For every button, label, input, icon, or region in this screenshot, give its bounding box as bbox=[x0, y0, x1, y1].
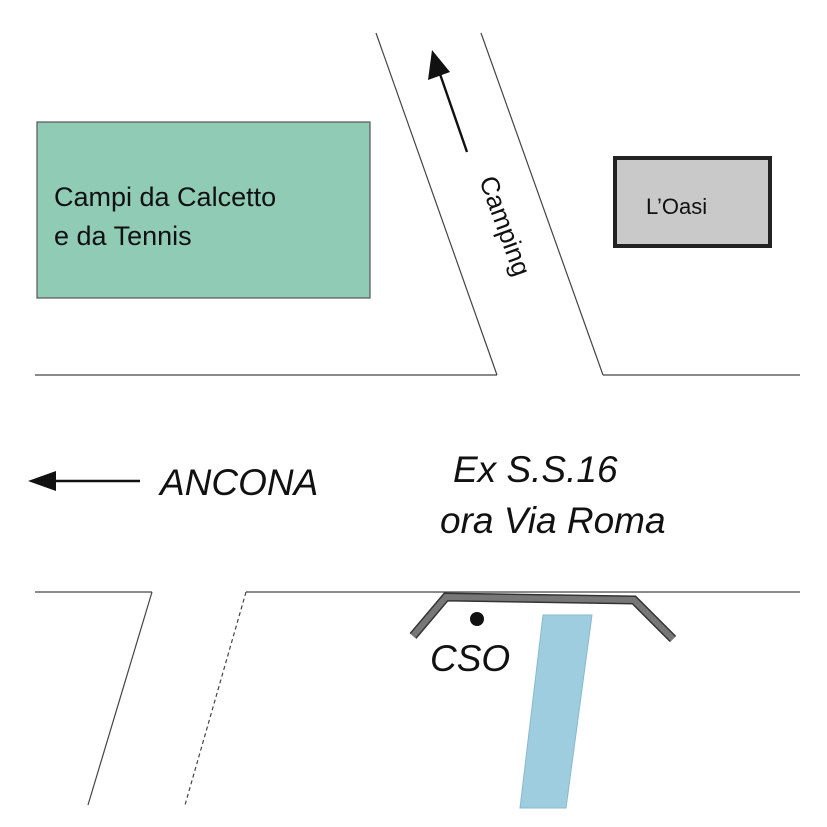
cso-label: CSO bbox=[430, 638, 510, 679]
sports-fields-label-line2: e da Tennis bbox=[54, 221, 192, 251]
sports-fields-label-line1: Campi da Calcetto bbox=[54, 182, 276, 212]
sports-fields-block bbox=[36, 121, 371, 299]
road-name-line1: Ex S.S.16 bbox=[453, 449, 618, 490]
camping-road-left-edge bbox=[375, 32, 498, 376]
camping-road-right-edge bbox=[480, 32, 604, 376]
ancona-label: ANCONA bbox=[158, 462, 318, 503]
ancona-arrow bbox=[28, 471, 140, 491]
camping-label: Camping bbox=[473, 172, 537, 280]
camping-arrow bbox=[428, 50, 469, 153]
road-name-line2: ora Via Roma bbox=[440, 500, 666, 541]
roads bbox=[35, 32, 800, 806]
river bbox=[519, 614, 593, 809]
bridge bbox=[409, 592, 677, 643]
oasi-label: L’Oasi bbox=[646, 194, 707, 219]
oasi-building bbox=[613, 156, 772, 248]
cso-marker bbox=[470, 612, 484, 626]
side-road-left-edge bbox=[87, 591, 153, 806]
side-road-right-edge bbox=[184, 591, 247, 806]
